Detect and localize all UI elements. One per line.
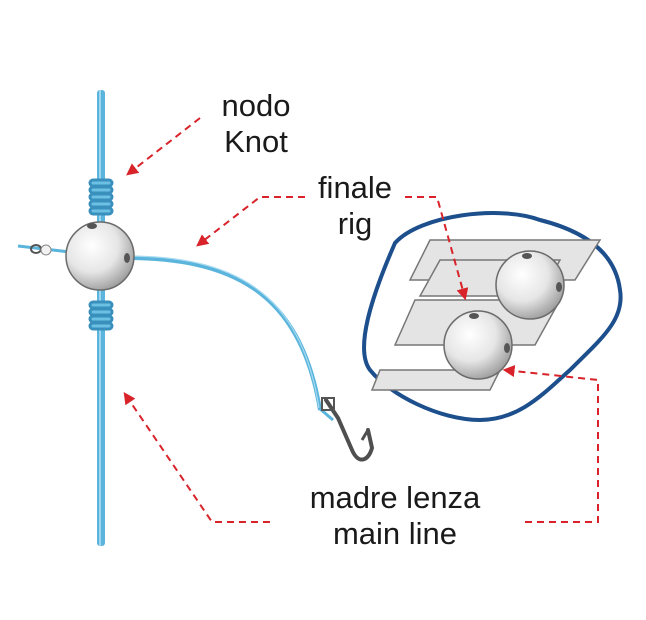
main-line-label: madre lenza main line bbox=[270, 480, 520, 552]
knot-arrow bbox=[126, 117, 201, 176]
knot-label-en: Knot bbox=[224, 124, 288, 159]
rig-label-en: rig bbox=[337, 206, 373, 241]
upper-knot bbox=[88, 178, 114, 216]
knot-label-it: nodo bbox=[221, 88, 291, 123]
lower-knot bbox=[88, 300, 114, 331]
inset-detail bbox=[362, 211, 623, 423]
bead bbox=[65, 221, 135, 291]
main-line-label-en: main line bbox=[332, 516, 458, 551]
rig-arrow bbox=[196, 196, 469, 301]
rig-label: finale rig bbox=[300, 170, 410, 242]
rig-leader bbox=[124, 255, 322, 411]
main-line-arrow bbox=[123, 365, 599, 523]
swivel bbox=[17, 244, 71, 256]
knot-label: nodo Knot bbox=[206, 88, 306, 160]
hook-icon bbox=[318, 397, 375, 462]
rig-label-it: finale bbox=[317, 170, 393, 205]
main-line-label-it: madre lenza bbox=[309, 480, 481, 515]
